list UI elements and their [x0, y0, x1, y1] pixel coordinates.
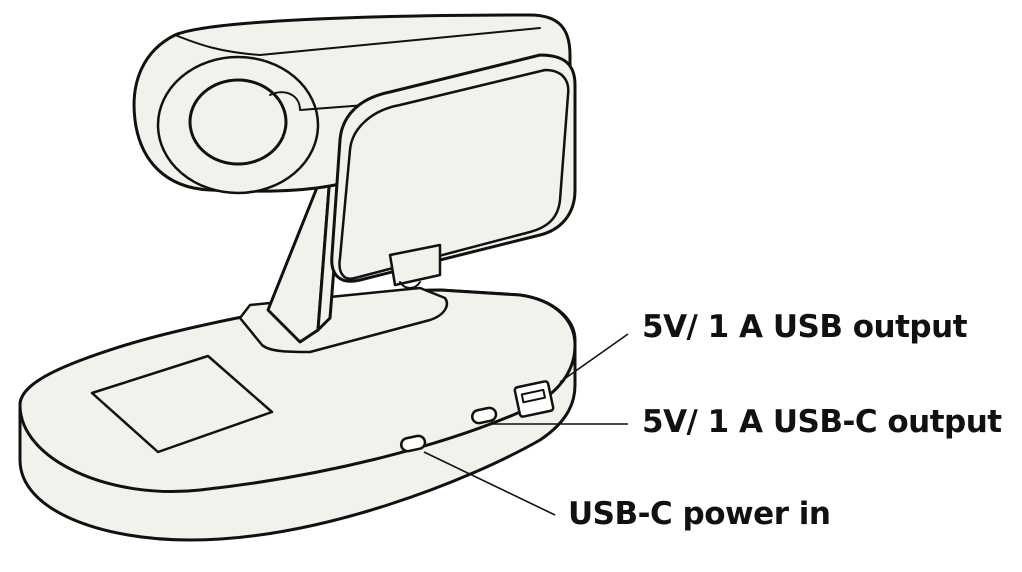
leader-usb-output [559, 333, 629, 383]
phone-pad-tab-detail [399, 281, 421, 289]
phone-pad-face [338, 68, 570, 281]
dock-base [18, 288, 577, 542]
leader-power-in [423, 451, 556, 516]
usb-c-output-port [470, 406, 498, 425]
watch-slot [269, 91, 431, 111]
leader-lines [423, 333, 629, 516]
watch-charging-puck [188, 78, 288, 166]
phone-pad-tab [388, 243, 442, 287]
watch-arm-top-edge [174, 27, 541, 56]
usb-output-label: 5V/ 1 A USB output [642, 309, 968, 345]
watch-arm [132, 13, 572, 195]
power-in-label: USB-C power in [568, 496, 831, 532]
usbc-output-label: 5V/ 1 A USB-C output [642, 404, 1002, 440]
phone-pad [330, 53, 577, 289]
usb-c-power-in-port [399, 434, 427, 453]
earbud-charging-pad [90, 354, 274, 454]
usb-a-port [513, 380, 555, 418]
